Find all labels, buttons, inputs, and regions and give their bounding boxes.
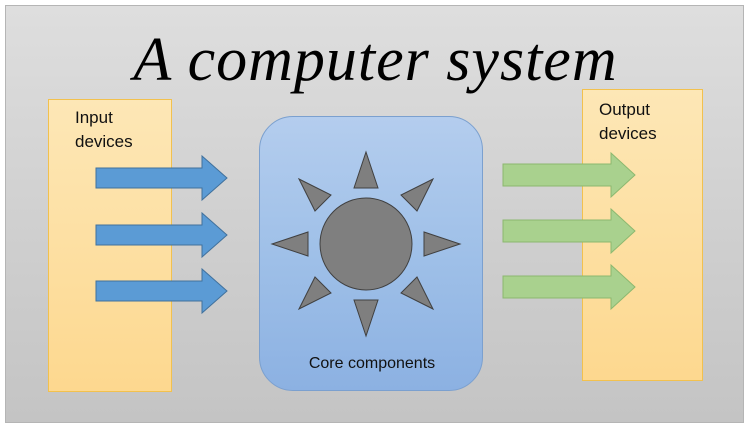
input-arrows	[95, 154, 228, 315]
input-arrow	[95, 211, 228, 259]
diagram-shapes	[95, 150, 636, 338]
core-components-label: Core components	[308, 355, 436, 372]
diagram-title: A computer system	[133, 26, 618, 94]
sun-ray	[400, 177, 435, 212]
sun-icon	[270, 150, 462, 338]
sun-ray	[297, 276, 332, 311]
output-arrow	[502, 207, 636, 255]
input-arrow	[95, 267, 228, 315]
diagram-canvas: A computer system Input devices Output d…	[5, 5, 744, 423]
output-devices-label: Output devices	[599, 100, 657, 143]
sun-ray	[270, 231, 309, 257]
input-arrow	[95, 154, 228, 202]
sun-ray	[400, 276, 435, 311]
input-devices-label: Input devices	[75, 108, 133, 151]
output-arrow	[502, 151, 636, 199]
output-arrow	[502, 263, 636, 311]
sun-ray	[297, 177, 332, 212]
sun-ray	[423, 231, 462, 257]
sun-disc	[319, 197, 413, 291]
output-arrows	[502, 151, 636, 311]
sun-ray	[353, 150, 379, 189]
sun-ray	[353, 299, 379, 338]
